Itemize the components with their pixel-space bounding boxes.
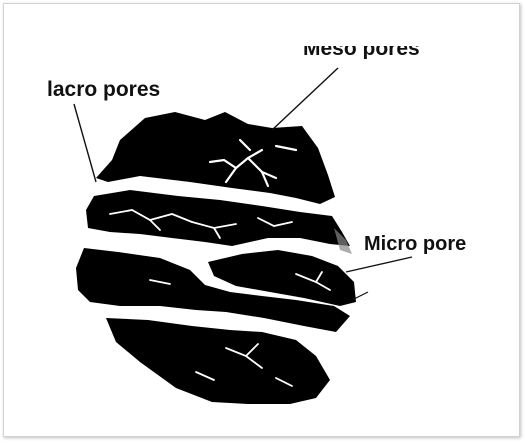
rock-block-top — [96, 112, 335, 204]
macro-pores-label: lacro pores — [47, 79, 160, 100]
macro-leader-line — [74, 104, 96, 182]
rock-block-bottom — [106, 318, 330, 404]
meso-leader-line — [272, 68, 338, 130]
micro-leader-line — [346, 257, 412, 272]
micro-pore-label: Micro pore — [364, 234, 466, 254]
